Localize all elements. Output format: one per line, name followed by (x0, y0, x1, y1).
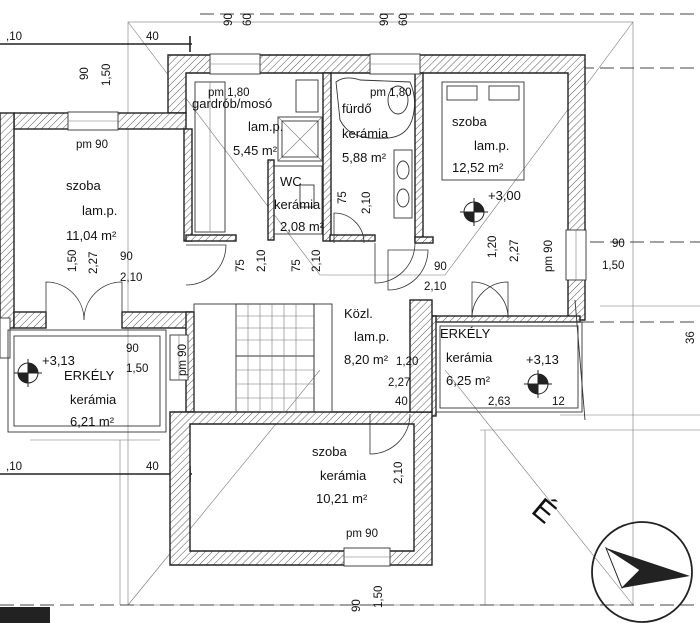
dim-text: 2,27 (88, 252, 100, 274)
dim-text: 40 (146, 31, 159, 43)
window-label: pm 90 (177, 344, 189, 376)
room-floor: kerámia (342, 126, 389, 141)
dim-text: 1,50 (67, 250, 79, 272)
dim-text: 90 (351, 599, 363, 612)
room-name: gardrób/mosó (192, 96, 272, 111)
dim-text: ,10 (6, 31, 22, 43)
dim-text: 1,50 (602, 260, 624, 272)
dim-text: 90 (120, 251, 133, 263)
room-area: 5,45 m² (233, 143, 278, 158)
window-label: pm 90 (76, 139, 108, 151)
north-arrow: É (526, 492, 693, 623)
corner-block (0, 607, 50, 623)
dim-text: 75 (291, 259, 303, 272)
dim-text: 12 (552, 396, 565, 408)
dim-text: 2,10 (393, 462, 405, 484)
dim-text: 2,10 (120, 272, 142, 284)
room-floor: kerámia (70, 392, 117, 407)
window-label: pm 90 (346, 528, 378, 540)
walls (0, 54, 586, 566)
staircase (193, 303, 333, 413)
dim-text: 60 (242, 13, 254, 26)
dim-text: 40 (395, 396, 408, 408)
dim-text: 1,50 (126, 363, 148, 375)
room-floor: lam.p. (248, 119, 283, 134)
room-area: 6,21 m² (70, 414, 115, 429)
level-left-balcony: +3,13 (42, 353, 75, 368)
dim-text: 2,10 (361, 192, 373, 214)
north-label: É (526, 492, 563, 530)
room-area: 5,88 m² (342, 150, 387, 165)
dim-text: 1,20 (396, 356, 418, 368)
room-floor: lam.p. (82, 203, 117, 218)
room-area: 10,21 m² (316, 491, 368, 506)
room-floor: lam.p. (354, 329, 389, 344)
dim-text: 1,20 (487, 236, 499, 258)
window-label: pm 1,80 (208, 87, 250, 99)
dim-text: 2,27 (509, 240, 521, 262)
vertical-annotations: 90 60 90 60 90 1,50 75 2,10 75 2,10 75 2… (67, 13, 697, 612)
level-right-balcony: +3,13 (526, 352, 559, 367)
doors (45, 212, 509, 455)
level-markers (14, 198, 552, 398)
dim-text: 90 (612, 238, 625, 250)
dim-text: 1,50 (101, 64, 113, 86)
room-name: ERKÉLY (64, 368, 115, 383)
room-floor: kerámia (274, 197, 321, 212)
dim-text: 2,10 (256, 250, 268, 272)
room-name: Közl. (344, 306, 373, 321)
dim-text: 1,50 (373, 586, 385, 608)
window-label: pm 90 (543, 240, 555, 272)
room-area: 11,04 m² (66, 228, 117, 243)
dim-text: ,10 (6, 461, 22, 473)
fixtures (194, 77, 525, 235)
dim-text: 90 (379, 13, 391, 26)
level-values: +3,00 +3,13 +3,13 (42, 188, 559, 368)
dim-text: 40 (146, 461, 159, 473)
window-label: pm 1,80 (370, 87, 412, 99)
dim-text: 75 (337, 191, 349, 204)
room-name: szoba (66, 178, 101, 193)
dim-text: 2,10 (311, 250, 323, 272)
level-top-right: +3,00 (488, 188, 521, 203)
room-area: 8,20 m² (344, 352, 389, 367)
annotations: pm 90 pm 1,80 pm 1,80 pm 90 ,10 40 ,10 4… (6, 31, 625, 540)
level-marker-right-balcony (524, 370, 552, 398)
dim-text: 90 (223, 13, 235, 26)
dim-text: 90 (434, 261, 447, 273)
room-name: fürdő (342, 101, 372, 116)
room-name: szoba (452, 114, 487, 129)
dim-text: 75 (235, 259, 247, 272)
windows (0, 53, 587, 567)
dim-text: 60 (398, 13, 410, 26)
level-marker-left-balcony (14, 359, 42, 387)
room-name: szoba (312, 444, 347, 459)
level-marker-top-right (460, 198, 488, 226)
room-area: 6,25 m² (446, 373, 491, 388)
dim-text: 2,27 (388, 377, 410, 389)
dim-text: 2,10 (424, 281, 446, 293)
room-labels: szoba lam.p. 11,04 m² gardrób/mosó lam.p… (64, 96, 509, 506)
dim-text: 2,63 (488, 396, 510, 408)
room-floor: kerámia (446, 350, 493, 365)
dim-text: 90 (79, 67, 91, 80)
room-area: 2,08 m² (280, 219, 325, 234)
room-name: ERKÉLY (440, 326, 491, 341)
dim-text: 90 (126, 343, 139, 355)
dim-text: 36 (685, 331, 697, 344)
room-floor: kerámia (320, 468, 367, 483)
room-floor: lam.p. (474, 138, 509, 153)
room-area: 12,52 m² (452, 160, 504, 175)
room-name: WC (280, 174, 302, 189)
balconies (7, 299, 586, 433)
